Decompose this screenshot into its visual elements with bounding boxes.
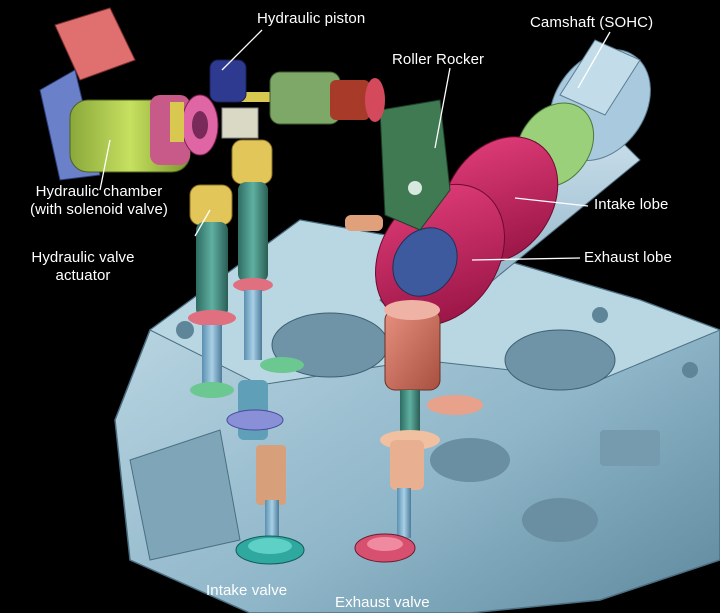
intake-valve-assembly [226, 380, 305, 565]
exhaust-valve-assembly [354, 300, 483, 563]
leader-roller-rocker [434, 67, 451, 149]
label-camshaft: Camshaft (SOHC) [530, 14, 654, 31]
leader-hydraulic-chamber [99, 139, 111, 191]
leader-camshaft [577, 31, 611, 89]
hydraulic-chamber [39, 7, 219, 181]
label-hydraulic-chamber: Hydraulic chamber (with solenoid valve) [6, 183, 192, 219]
label-intake-lobe: Intake lobe [594, 196, 669, 213]
label-exhaust-valve: Exhaust valve [335, 594, 430, 611]
label-roller-rocker: Roller Rocker [392, 51, 485, 68]
hydraulic-valve-actuator [188, 139, 304, 398]
leader-intake-lobe [514, 197, 589, 207]
label-hydraulic-valve-actuator: Hydraulic valve actuator [18, 249, 148, 285]
label-hydraulic-chamber-line1: Hydraulic chamber [35, 183, 163, 200]
leader-hydraulic-valve-actuator [194, 209, 211, 237]
label-hydraulic-piston: Hydraulic piston [257, 10, 366, 27]
leader-lines [99, 29, 611, 261]
leader-hydraulic-piston [221, 29, 263, 71]
label-intake-valve: Intake valve [206, 582, 288, 599]
label-hydraulic-chamber-line2: (with solenoid valve) [30, 201, 168, 218]
label-hydraulic-valve-actuator-line2: actuator [55, 267, 111, 284]
leader-exhaust-lobe [471, 257, 581, 261]
hydraulic-piston [209, 59, 385, 139]
label-exhaust-lobe: Exhaust lobe [584, 249, 672, 266]
label-hydraulic-valve-actuator-line1: Hydraulic valve [31, 249, 135, 266]
roller-rocker [345, 99, 451, 231]
